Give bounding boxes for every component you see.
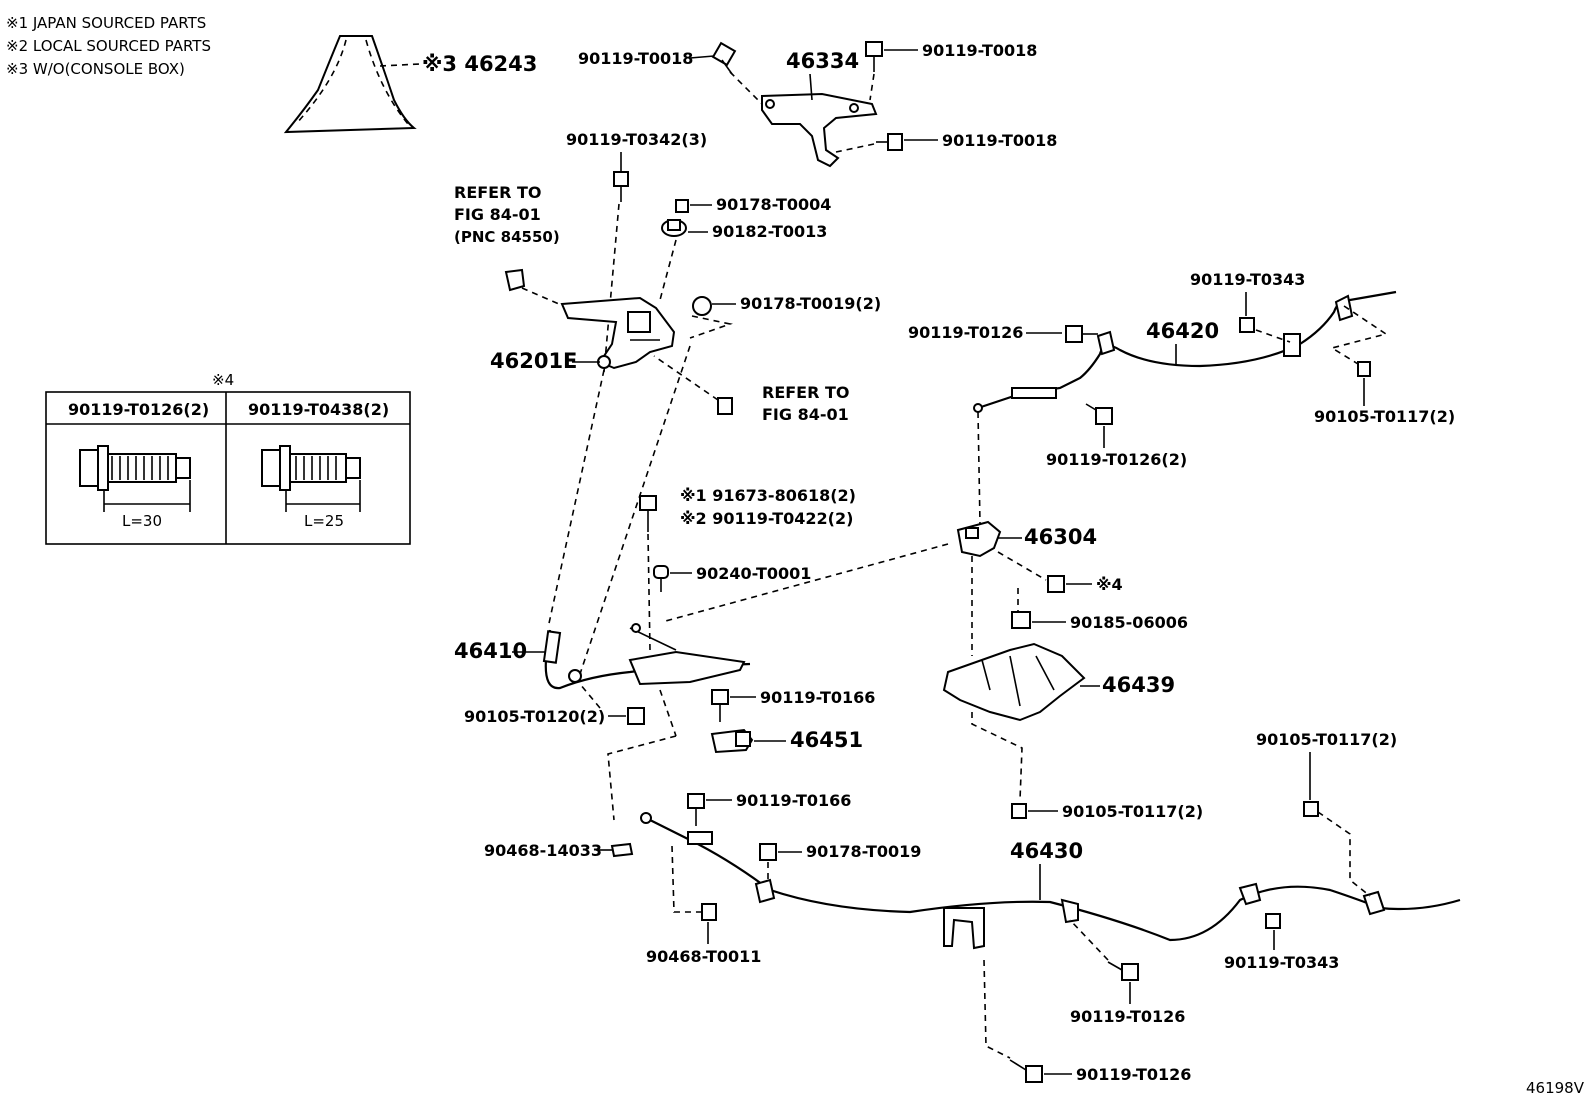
label-cable-lh-bolt-2: 90119-T0126 [1070, 1007, 1185, 1026]
label-clip-nut: 90185-06006 [1070, 613, 1188, 632]
label-bracket: 46334 [786, 49, 859, 73]
label-bracket-small: 46451 [790, 728, 863, 752]
label-cable-lh-bolt-right: 90119-T0343 [1224, 953, 1339, 972]
label-bracket-bolt-right-bottom: 90119-T0018 [942, 131, 1057, 150]
label-refer-mid-1: REFER TO [762, 383, 850, 402]
nut-icon[interactable] [759, 843, 777, 861]
front-cable-46410[interactable] [542, 623, 751, 690]
label-lever-assembly: 46201E [490, 349, 577, 373]
label-boot: ※3 46243 [422, 52, 537, 76]
clip-icon[interactable] [610, 842, 634, 858]
clip-icon[interactable] [1357, 361, 1371, 377]
inset-part-1: 90119-T0126(2) [68, 400, 209, 419]
label-refer-top-3: (PNC 84550) [454, 228, 560, 246]
pin-icon[interactable] [653, 565, 669, 592]
clip-icon[interactable] [627, 707, 645, 725]
bolt-icon [79, 445, 191, 491]
bolt-icon [261, 445, 361, 491]
label-nut-3: 90178-T0019(2) [740, 294, 881, 313]
label-front-cable-clip: 90105-T0120(2) [464, 707, 605, 726]
bracket-46451[interactable] [710, 728, 754, 754]
label-bolt-s1: ※1 91673-80618(2) [680, 486, 856, 505]
washer-nut-icon[interactable] [661, 219, 687, 237]
label-front-cable: 46410 [454, 639, 527, 663]
bolt-icon[interactable] [717, 397, 733, 415]
label-pin: 90240-T0001 [696, 564, 811, 583]
inset-part-2: 90119-T0438(2) [248, 400, 389, 419]
clip-icon[interactable] [701, 903, 717, 921]
bolt-icon[interactable] [1239, 317, 1255, 333]
bracket-46334[interactable] [761, 92, 878, 168]
figure-id: 46198V [1526, 1079, 1585, 1097]
label-bracket-bolt-right-top: 90119-T0018 [922, 41, 1037, 60]
label-bracket-bolt-left: 90119-T0018 [578, 49, 693, 68]
clip-icon[interactable] [1011, 803, 1027, 819]
label-cable-rh-bolt-left: 90119-T0126 [908, 323, 1023, 342]
label-clip-1: 90468-14033 [484, 841, 602, 860]
bolt-icon[interactable] [1009, 1059, 1043, 1083]
bolt-icon[interactable] [1085, 403, 1113, 425]
label-shield-clip: 90105-T0117(2) [1062, 802, 1203, 821]
label-nut-4: 90178-T0019 [806, 842, 921, 861]
nut-icon[interactable] [675, 199, 689, 213]
label-bolt-s2: ※2 90119-T0422(2) [680, 509, 853, 528]
label-front-cable-bolt: 90119-T0166 [760, 688, 875, 707]
bolt-icon[interactable] [639, 495, 657, 532]
label-refer-top-2: FIG 84-01 [454, 205, 541, 224]
bolt-icon[interactable] [1047, 575, 1065, 593]
note-3: ※3 W/O(CONSOLE BOX) [6, 60, 185, 78]
label-refer-mid-2: FIG 84-01 [762, 405, 849, 424]
label-cable-lh: 46430 [1010, 839, 1083, 863]
label-cable-rh: 46420 [1146, 319, 1219, 343]
label-cable-lh-bolt-3: 90119-T0126 [1076, 1065, 1191, 1084]
label-cable-rh-clip: 90105-T0117(2) [1314, 407, 1455, 426]
nut-icon[interactable] [692, 296, 712, 316]
label-equalizer: 46304 [1024, 525, 1097, 549]
equalizer-46304[interactable] [956, 520, 1002, 558]
inset-dim-2: L=25 [304, 512, 344, 530]
boot-46243[interactable] [283, 35, 421, 134]
note-2: ※2 LOCAL SOURCED PARTS [6, 37, 211, 55]
lever-assembly-46201E[interactable] [560, 296, 676, 370]
bolt-icon[interactable] [1265, 913, 1281, 929]
label-nut-1: 90178-T0004 [716, 195, 831, 214]
bolt-icon[interactable] [711, 689, 729, 722]
cable-rh-46420[interactable] [973, 290, 1397, 413]
label-cable-rh-front-bolt: 90119-T0343 [1190, 270, 1305, 289]
label-lever-bolt: 90119-T0342(3) [566, 130, 707, 149]
bolt-icon[interactable] [1065, 325, 1098, 343]
label-cable-rh-bolt-bottom: 90119-T0126(2) [1046, 450, 1187, 469]
label-heat-shield: 46439 [1102, 673, 1175, 697]
bolt-icon[interactable] [687, 793, 705, 826]
notes-legend: ※1 JAPAN SOURCED PARTS ※2 LOCAL SOURCED … [6, 14, 211, 78]
label-clip-2: 90468-T0011 [646, 947, 761, 966]
label-cable-lh-bolt-1: 90119-T0166 [736, 791, 851, 810]
label-refer-top-1: REFER TO [454, 183, 542, 202]
bolt-icon[interactable] [613, 171, 629, 202]
label-cable-lh-clip-top: 90105-T0117(2) [1256, 730, 1397, 749]
label-equalizer-bolt: ※4 [1096, 575, 1123, 594]
clip-icon[interactable] [504, 268, 526, 292]
bolt-icon[interactable] [865, 41, 883, 72]
bolt-icon[interactable] [876, 133, 903, 151]
label-nut-2: 90182-T0013 [712, 222, 827, 241]
bolt-icon[interactable] [711, 41, 737, 75]
bolt-icon[interactable] [1303, 801, 1319, 817]
note-1: ※1 JAPAN SOURCED PARTS [6, 14, 206, 32]
clip-nut-icon[interactable] [1011, 611, 1031, 629]
inset-dim-1: L=30 [122, 512, 162, 530]
heat-shield-46439[interactable] [942, 642, 1086, 722]
cable-lh-46430[interactable] [640, 812, 1461, 950]
inset-mark: ※4 [212, 371, 234, 389]
bolt-icon[interactable] [1107, 961, 1139, 981]
inset-bolt-table: ※4 90119-T0126(2) 90119-T0438(2) L=30 [45, 371, 411, 545]
